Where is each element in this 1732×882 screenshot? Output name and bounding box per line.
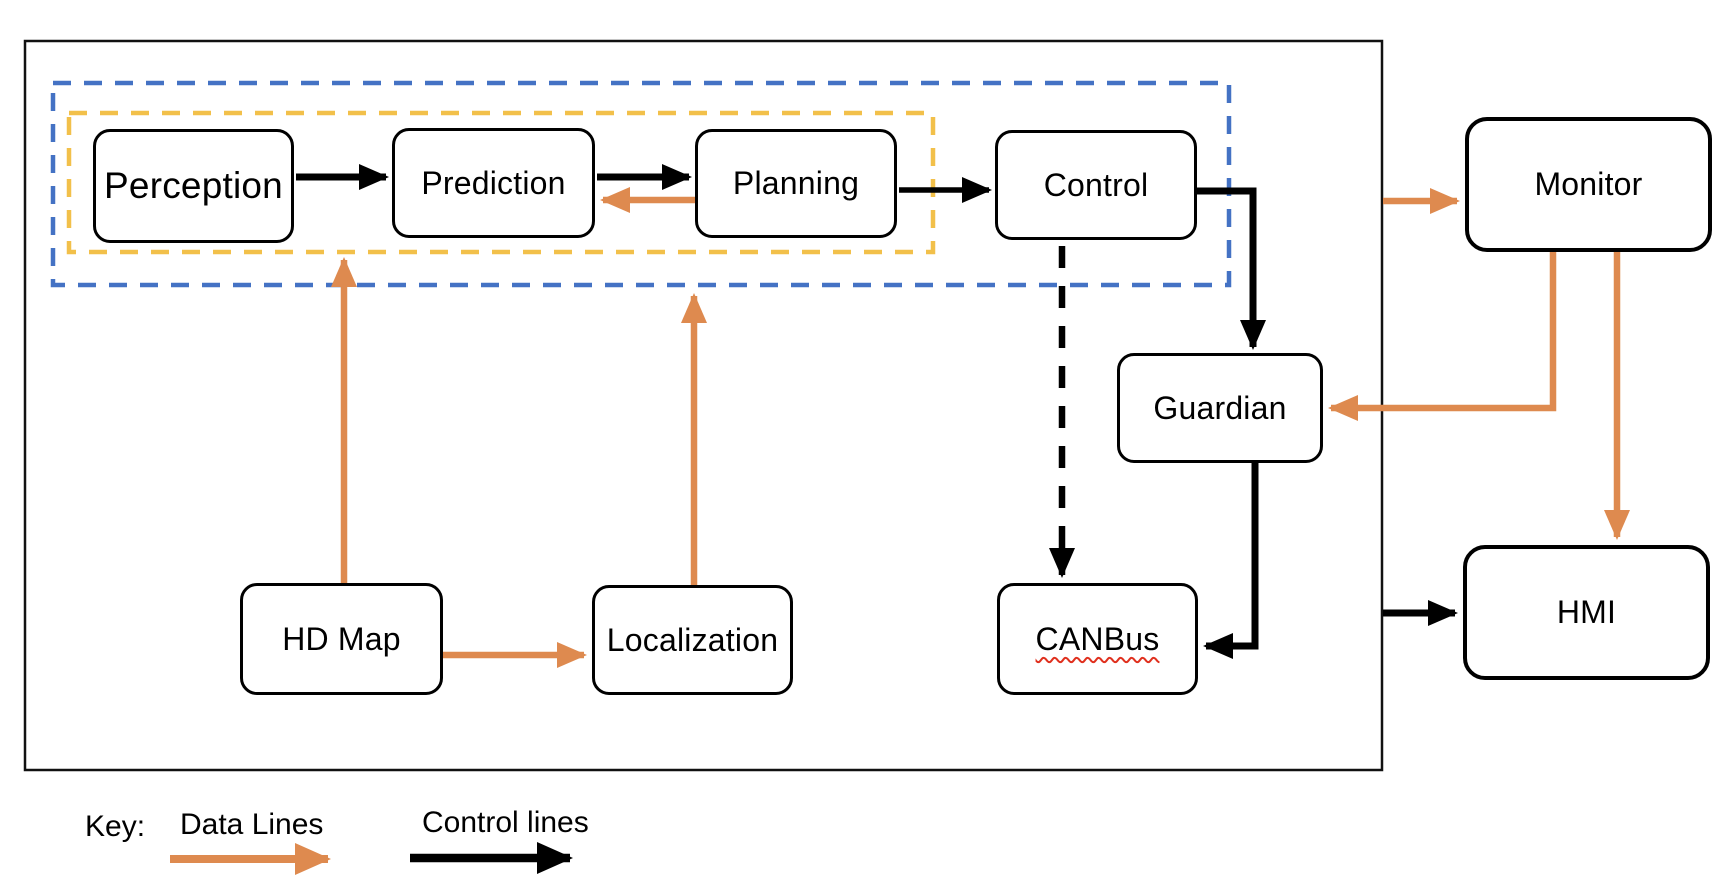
legend-key-title: Key: [85, 810, 146, 843]
node-label-hmi: HMI [1556, 594, 1617, 630]
node-perception: Perception [93, 129, 294, 243]
node-label-canbus: CANBus [1035, 620, 1160, 657]
node-localization: Localization [592, 585, 793, 695]
node-label-monitor: Monitor [1534, 166, 1643, 202]
node-guardian: Guardian [1117, 353, 1323, 463]
legend-control-lines-label: Control lines [422, 806, 589, 839]
edge-control-to-guardian [1197, 187, 1266, 350]
node-label-perception: Perception [104, 165, 283, 206]
node-hmi: HMI [1463, 545, 1710, 680]
node-label-prediction: Prediction [421, 164, 566, 201]
node-label-control: Control [1043, 166, 1149, 203]
node-canbus: CANBus [997, 583, 1198, 695]
perception-group-outline-yellow [66, 110, 936, 255]
node-monitor: Monitor [1465, 117, 1712, 252]
node-planning: Planning [695, 129, 897, 238]
node-label-localization: Localization [606, 621, 779, 658]
node-control: Control [995, 130, 1197, 240]
software-group-outline-blue [50, 80, 1232, 288]
legend-data-lines-label: Data Lines [180, 808, 324, 841]
edge-guardian-to-canbus [1203, 463, 1259, 659]
node-label-hd-map: HD Map [282, 620, 401, 657]
node-label-planning: Planning [732, 165, 860, 201]
edge-monitor-to-guardian [1328, 252, 1557, 421]
node-hd-map: HD Map [240, 583, 443, 695]
node-prediction: Prediction [392, 128, 595, 238]
node-label-guardian: Guardian [1153, 389, 1287, 426]
